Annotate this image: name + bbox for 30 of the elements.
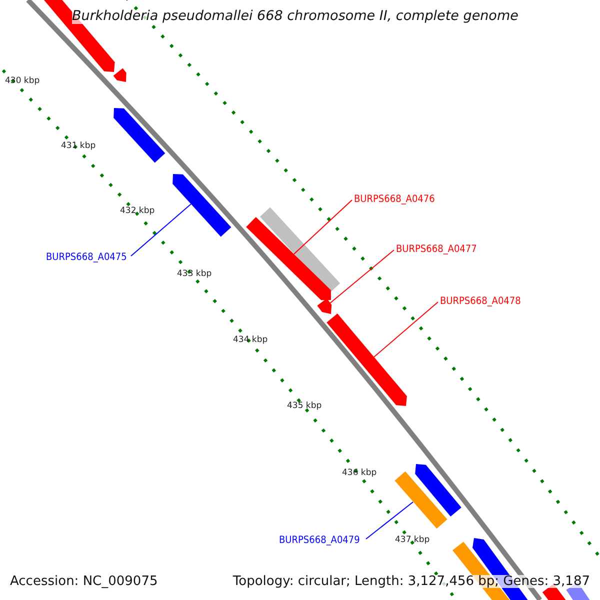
gene-feature [394, 471, 448, 529]
gene-label: BURPS668_A0477 [396, 245, 477, 255]
gene-feature [317, 298, 332, 314]
leader-line [328, 250, 394, 304]
gene-feature [246, 217, 331, 300]
leader-line [374, 302, 438, 358]
gene-feature [113, 68, 126, 82]
footer-text: Accession: NC_009075 [10, 575, 158, 588]
gene-label: BURPS668_A0475 [46, 253, 127, 263]
scale-label: 433 kbp [177, 270, 212, 278]
gene-label: BURPS668_A0476 [354, 195, 435, 205]
leader-line [130, 204, 192, 256]
gene-feature [114, 108, 166, 163]
scale-label: 435 kbp [287, 402, 322, 410]
gene-feature [326, 314, 407, 406]
scale-label: 430 kbp [5, 77, 40, 86]
gene-feature [260, 207, 340, 293]
gene-feature [415, 464, 462, 516]
scale-label: 436 kbp [342, 469, 377, 478]
gene-label: BURPS668_A0478 [440, 297, 521, 307]
map-title: Burkholderia pseudomallei 668 chromosome II, complete genome [72, 10, 518, 24]
scale-label: 434 kbp [233, 336, 268, 344]
scale-label: 431 kbp [61, 142, 96, 150]
leader-line [366, 502, 414, 540]
scale-label: 437 kbp [395, 536, 430, 544]
gene-feature [172, 174, 232, 237]
footer-text: Topology: circular; Length: 3,127,456 bp; Genes: 3,187 [232, 575, 590, 588]
scale-label: 432 kbp [120, 207, 155, 216]
leader-line [294, 200, 352, 254]
gene-label: BURPS668_A0479 [279, 536, 360, 546]
